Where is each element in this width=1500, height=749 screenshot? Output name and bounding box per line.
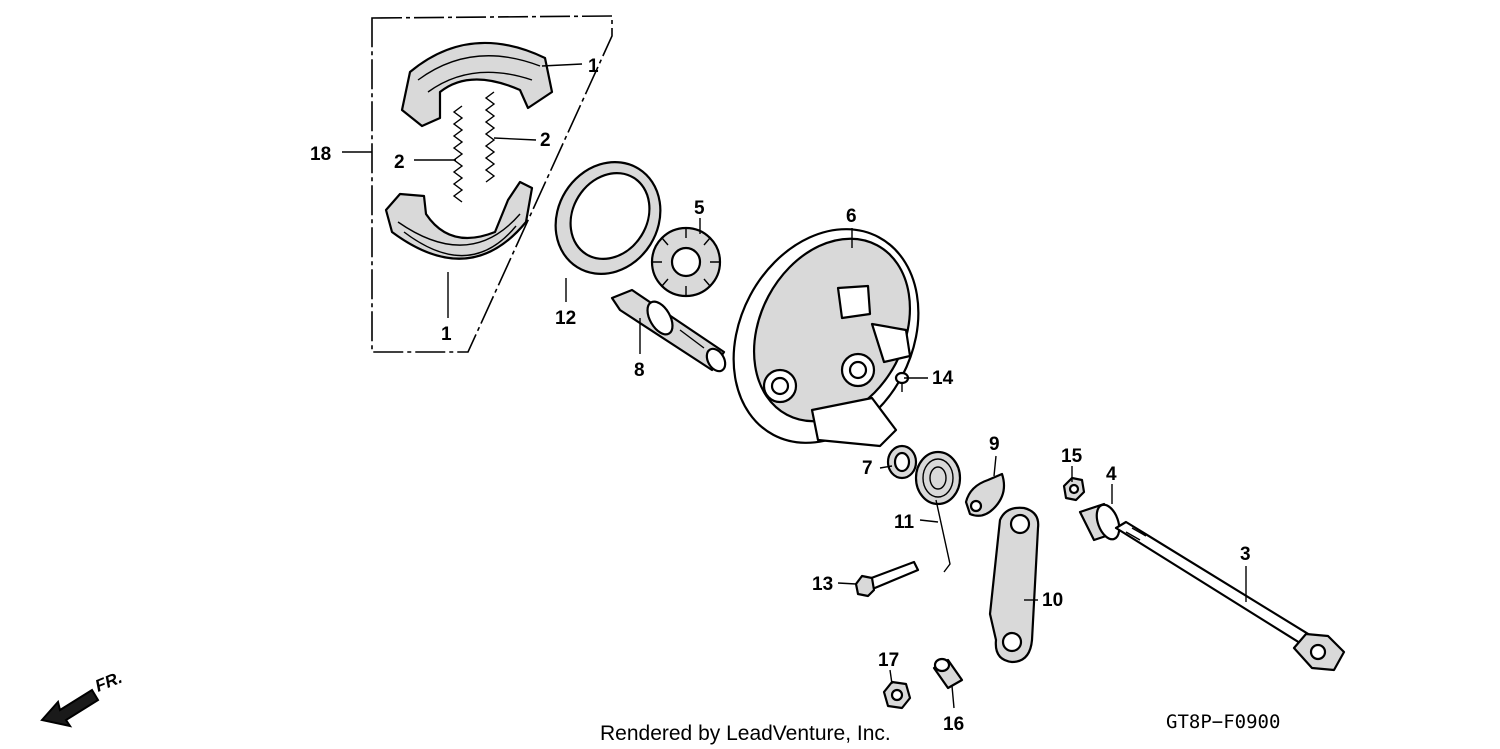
- callout-7-washer: 7: [862, 458, 873, 479]
- callout-6-panel: 6: [846, 206, 857, 227]
- arm-nut[interactable]: [882, 680, 912, 710]
- callout-12-seal: 12: [555, 308, 576, 329]
- brake-arm[interactable]: [988, 506, 1040, 664]
- callout-2-left-spring: 2: [394, 152, 405, 173]
- joint-pin[interactable]: [932, 657, 964, 690]
- shoe-spring-right[interactable]: [484, 91, 496, 183]
- wear-indicator-gear[interactable]: [650, 226, 722, 298]
- callout-15-nut: 15: [1061, 446, 1083, 467]
- shoe-set-group-outline: [371, 15, 613, 353]
- return-spring[interactable]: [914, 450, 962, 573]
- brake-cam-shaft[interactable]: [610, 288, 729, 374]
- callout-18-shoe-set: 18: [310, 144, 331, 165]
- callout-8-cam: 8: [634, 360, 645, 381]
- callout-10-arm: 10: [1042, 590, 1063, 611]
- callout-17-nut: 17: [878, 650, 899, 671]
- nut[interactable]: [1062, 476, 1086, 502]
- brake-panel[interactable]: [697, 197, 954, 476]
- collar[interactable]: [1078, 502, 1124, 543]
- dust-seal[interactable]: [535, 142, 681, 293]
- callout-11-spring: 11: [894, 512, 915, 533]
- shoe-spring-left[interactable]: [452, 105, 464, 203]
- diagram-code: GT8P−F0900: [1166, 711, 1280, 733]
- axle[interactable]: [1114, 520, 1346, 672]
- washer[interactable]: [886, 444, 918, 480]
- callout-9-plate: 9: [989, 434, 1000, 455]
- callout-1-lower-shoe: 1: [441, 324, 452, 345]
- callout-16-pin: 16: [943, 714, 964, 735]
- callout-14-bolt: 14: [932, 368, 954, 389]
- callout-5-gear: 5: [694, 198, 705, 219]
- callout-13-bolt: 13: [812, 574, 833, 595]
- callout-1-upper-shoe: 1: [588, 56, 599, 77]
- brake-shoe-upper[interactable]: [400, 41, 554, 128]
- indicator-plate[interactable]: [964, 472, 1006, 517]
- front-direction-arrow-icon: [40, 688, 100, 728]
- small-bolt[interactable]: [894, 371, 910, 392]
- brake-shoe-lower[interactable]: [384, 180, 534, 260]
- callout-3-axle: 3: [1240, 544, 1251, 565]
- leader-lines: [342, 63, 1247, 709]
- arm-bolt[interactable]: [854, 560, 920, 598]
- callout-2-right-spring: 2: [540, 130, 551, 151]
- render-credit: Rendered by LeadVenture, Inc.: [600, 722, 891, 745]
- front-direction-label: FR.: [92, 668, 125, 696]
- callout-4-collar: 4: [1106, 464, 1117, 485]
